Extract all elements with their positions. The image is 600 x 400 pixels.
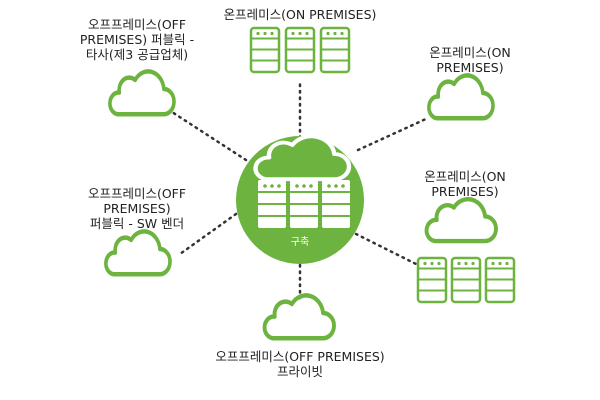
connectors <box>170 78 430 300</box>
connector-upper-right <box>356 116 430 152</box>
cloud-icon-bottom <box>265 295 334 338</box>
hub-node: 구축 <box>236 136 364 264</box>
cloud-icon-upper-left <box>110 71 174 114</box>
hub-label: 구축 <box>291 236 309 248</box>
hub-server-rack-icon <box>258 180 350 228</box>
label-mid-left: 오프프레미스(OFF PREMISES) 퍼블릭 - SW 벤더 <box>87 186 187 231</box>
server-rack-icon-lower-right <box>416 256 516 304</box>
cloud-icon-lower-right <box>427 199 496 241</box>
cloud-icon-mid-left <box>106 231 170 274</box>
label-top: 온프레미스(ON PREMISES) <box>223 7 377 22</box>
connector-lower-right <box>354 232 422 268</box>
connector-upper-left <box>170 110 248 162</box>
label-upper-right: 온프레미스(ON PREMISES) <box>429 45 511 75</box>
connector-mid-left <box>178 212 238 256</box>
label-lower-right: 온프레미스(ON PREMISES) <box>424 169 506 199</box>
server-rack-icon-top <box>249 26 351 74</box>
cloud-icon-upper-right <box>429 75 493 118</box>
label-upper-left: 오프프레미스(OFF PREMISES) 퍼블릭 - 타사(제3 공급업체) <box>79 17 195 62</box>
label-bottom: 오프프레미스(OFF PREMISES) 프라이빗 <box>215 349 385 379</box>
